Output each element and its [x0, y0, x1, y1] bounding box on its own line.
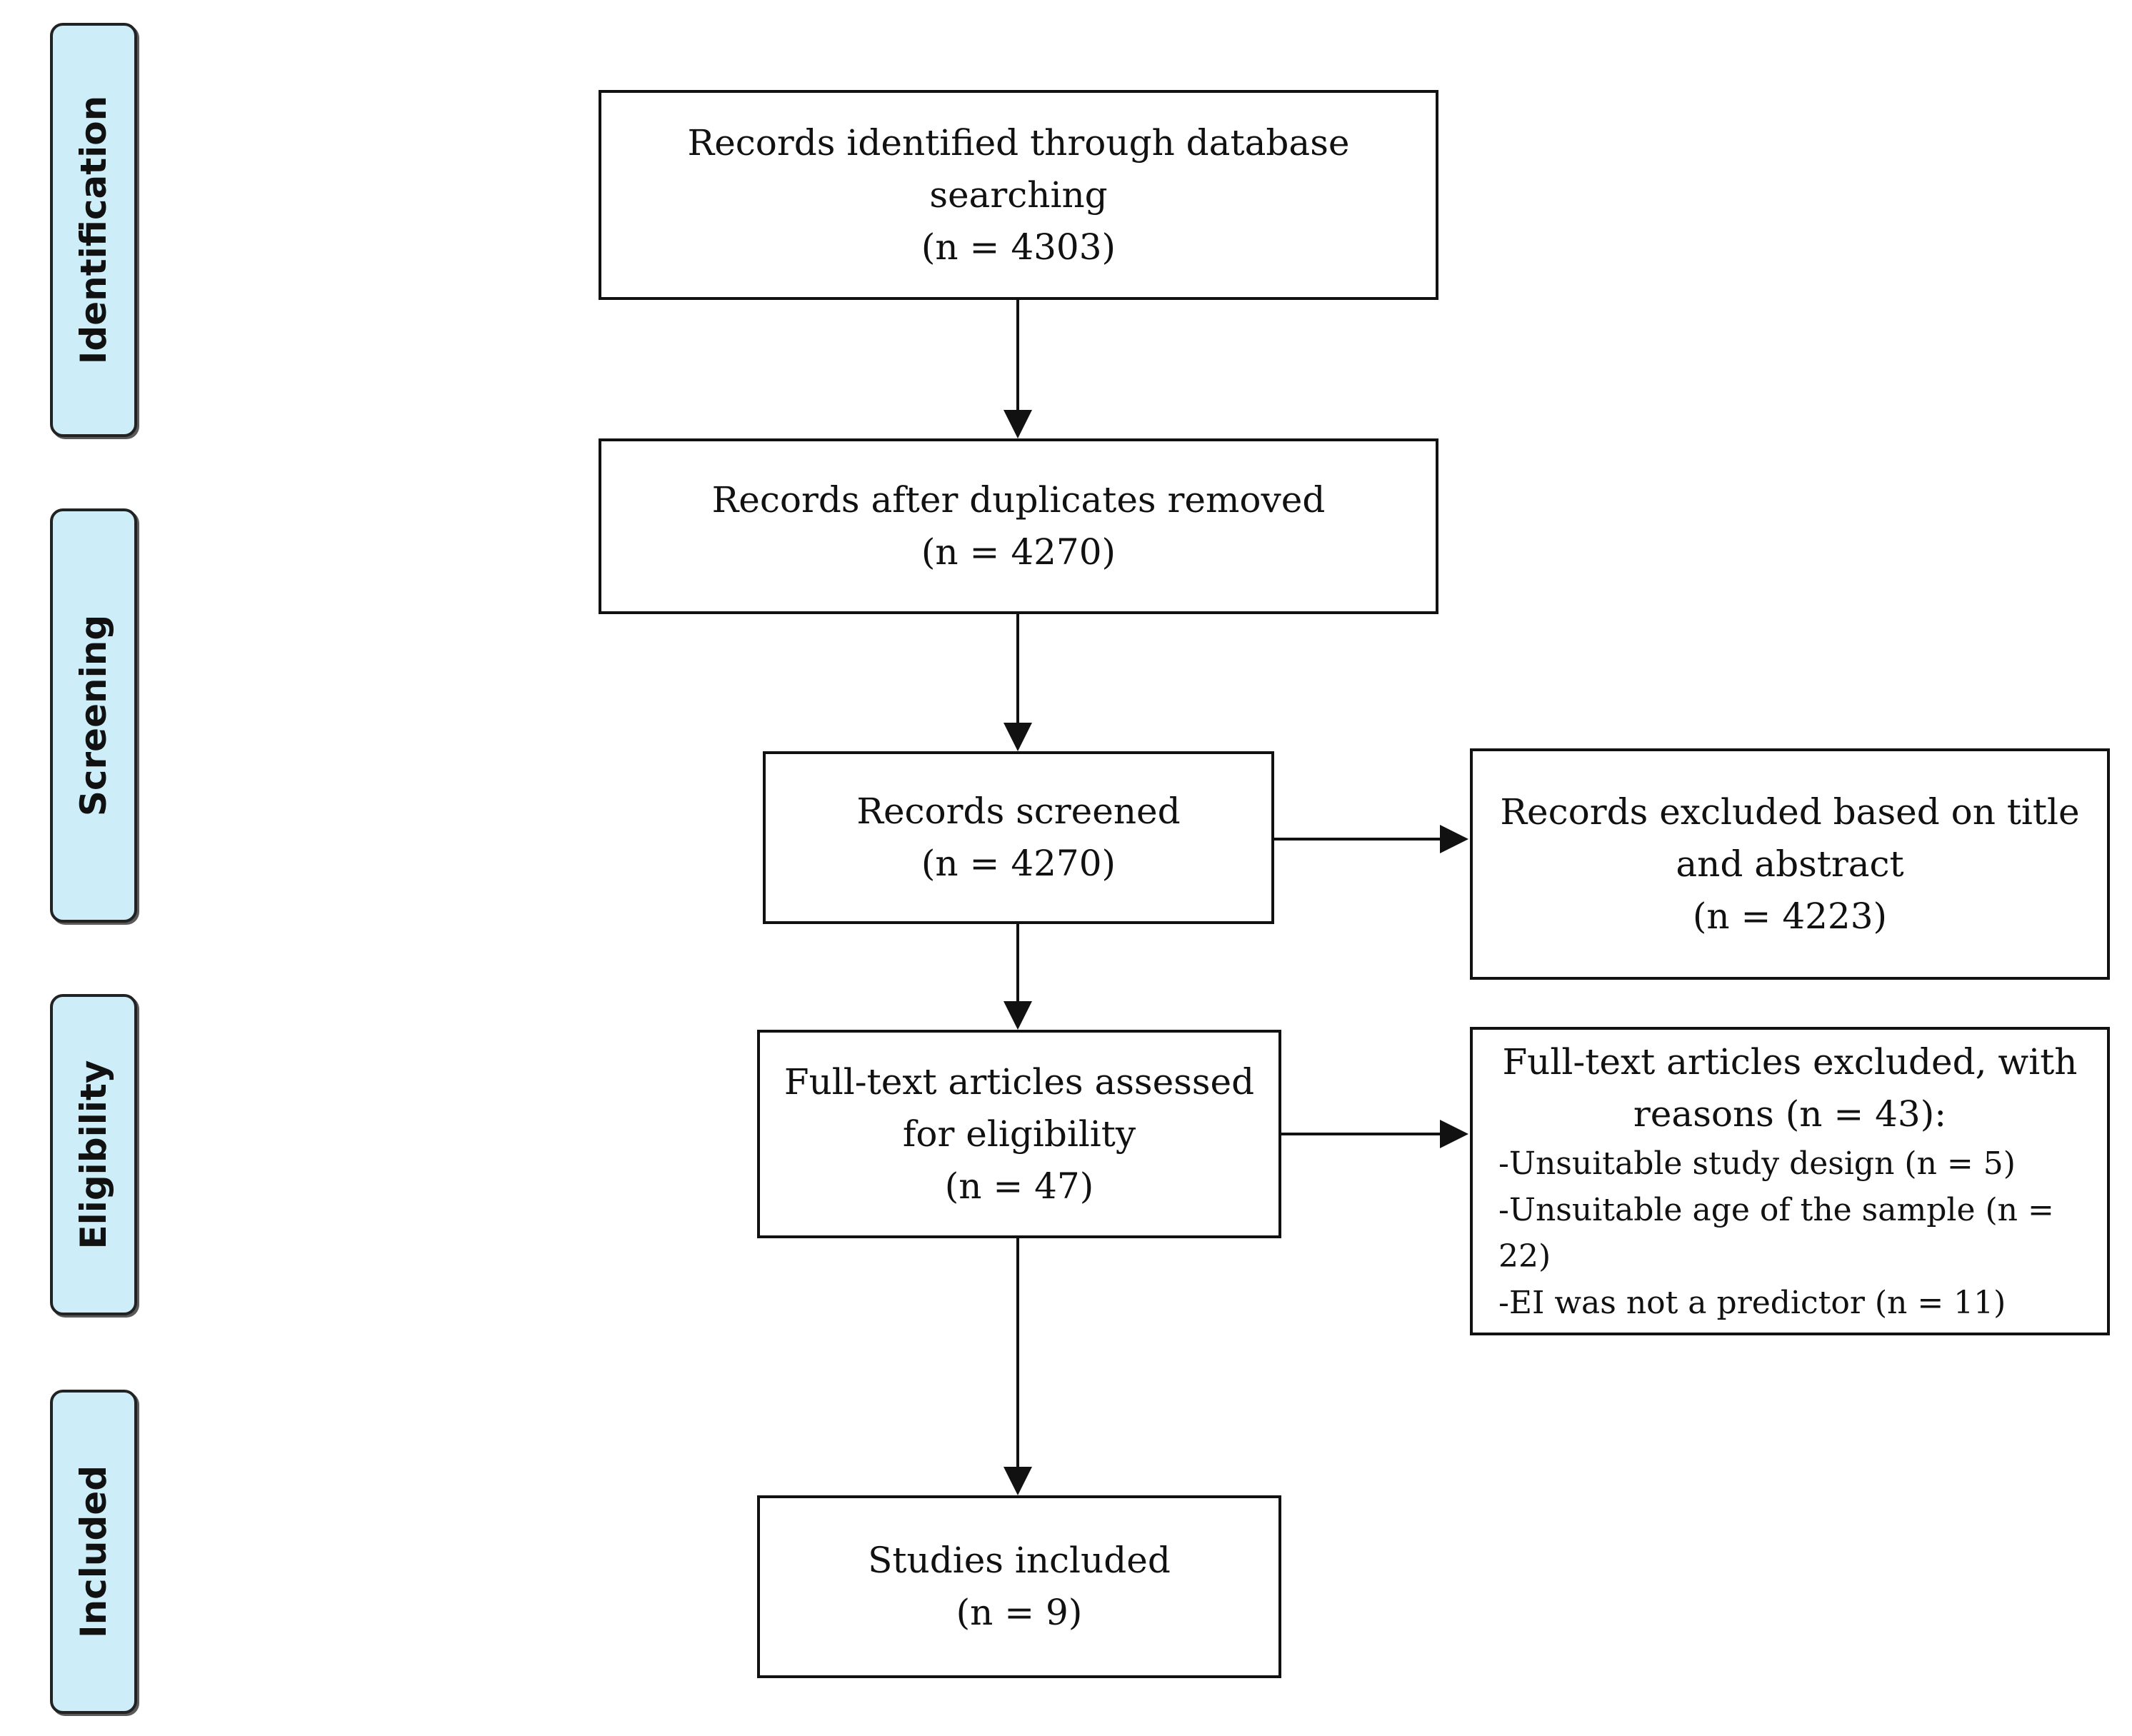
stage-identification: Identification [50, 23, 137, 437]
box-records-excluded: Records excluded based on title and abst… [1470, 748, 2110, 980]
box-studies-included-count: (n = 9) [956, 1592, 1083, 1633]
box-studies-included: Studies included (n = 9) [757, 1495, 1281, 1678]
stage-included: Included [50, 1390, 137, 1714]
exclusion-reason: -EI was not a predictor (n = 11) [1498, 1285, 2006, 1321]
box-records-excluded-count: (n = 4223) [1692, 895, 1888, 937]
box-records-screened-line1: Records screened [856, 791, 1181, 832]
stage-screening: Screening [50, 508, 137, 923]
box-records-identified: Records identified through database sear… [599, 90, 1438, 300]
box-records-identified-count: (n = 4303) [921, 226, 1116, 268]
box-records-identified-line2: searching [929, 174, 1108, 216]
box-fulltext-excluded-line1: Full-text articles excluded, with [1502, 1041, 2078, 1083]
box-studies-included-line1: Studies included [868, 1540, 1171, 1581]
box-duplicates-removed-count: (n = 4270) [921, 531, 1116, 573]
box-fulltext-excluded-line2: reasons (n = 43): [1633, 1093, 1947, 1135]
box-records-excluded-line1: Records excluded based on title [1500, 791, 2080, 833]
box-records-screened-count: (n = 4270) [921, 843, 1116, 884]
box-duplicates-removed-line1: Records after duplicates removed [711, 479, 1326, 521]
box-records-excluded-line2: and abstract [1676, 843, 1904, 885]
box-fulltext-assessed-line1: Full-text articles assessed [784, 1060, 1255, 1103]
box-fulltext-assessed-line2: for eligibility [902, 1113, 1136, 1155]
exclusion-reason: -Unsuitable age of the sample (n = 22) [1498, 1192, 2054, 1275]
box-records-identified-line1: Records identified through database [687, 121, 1350, 164]
exclusion-reason: -Unsuitable study design (n = 5) [1498, 1145, 2016, 1182]
stage-eligibility: Eligibility [50, 994, 137, 1315]
box-fulltext-assessed: Full-text articles assessed for eligibil… [757, 1030, 1281, 1238]
box-duplicates-removed: Records after duplicates removed (n = 42… [599, 438, 1438, 614]
box-fulltext-assessed-count: (n = 47) [944, 1165, 1094, 1207]
exclusion-reasons-list: -Unsuitable study design (n = 5) -Unsuit… [1473, 1140, 2107, 1326]
box-fulltext-excluded: Full-text articles excluded, with reason… [1470, 1027, 2110, 1335]
box-records-screened: Records screened (n = 4270) [763, 751, 1274, 924]
